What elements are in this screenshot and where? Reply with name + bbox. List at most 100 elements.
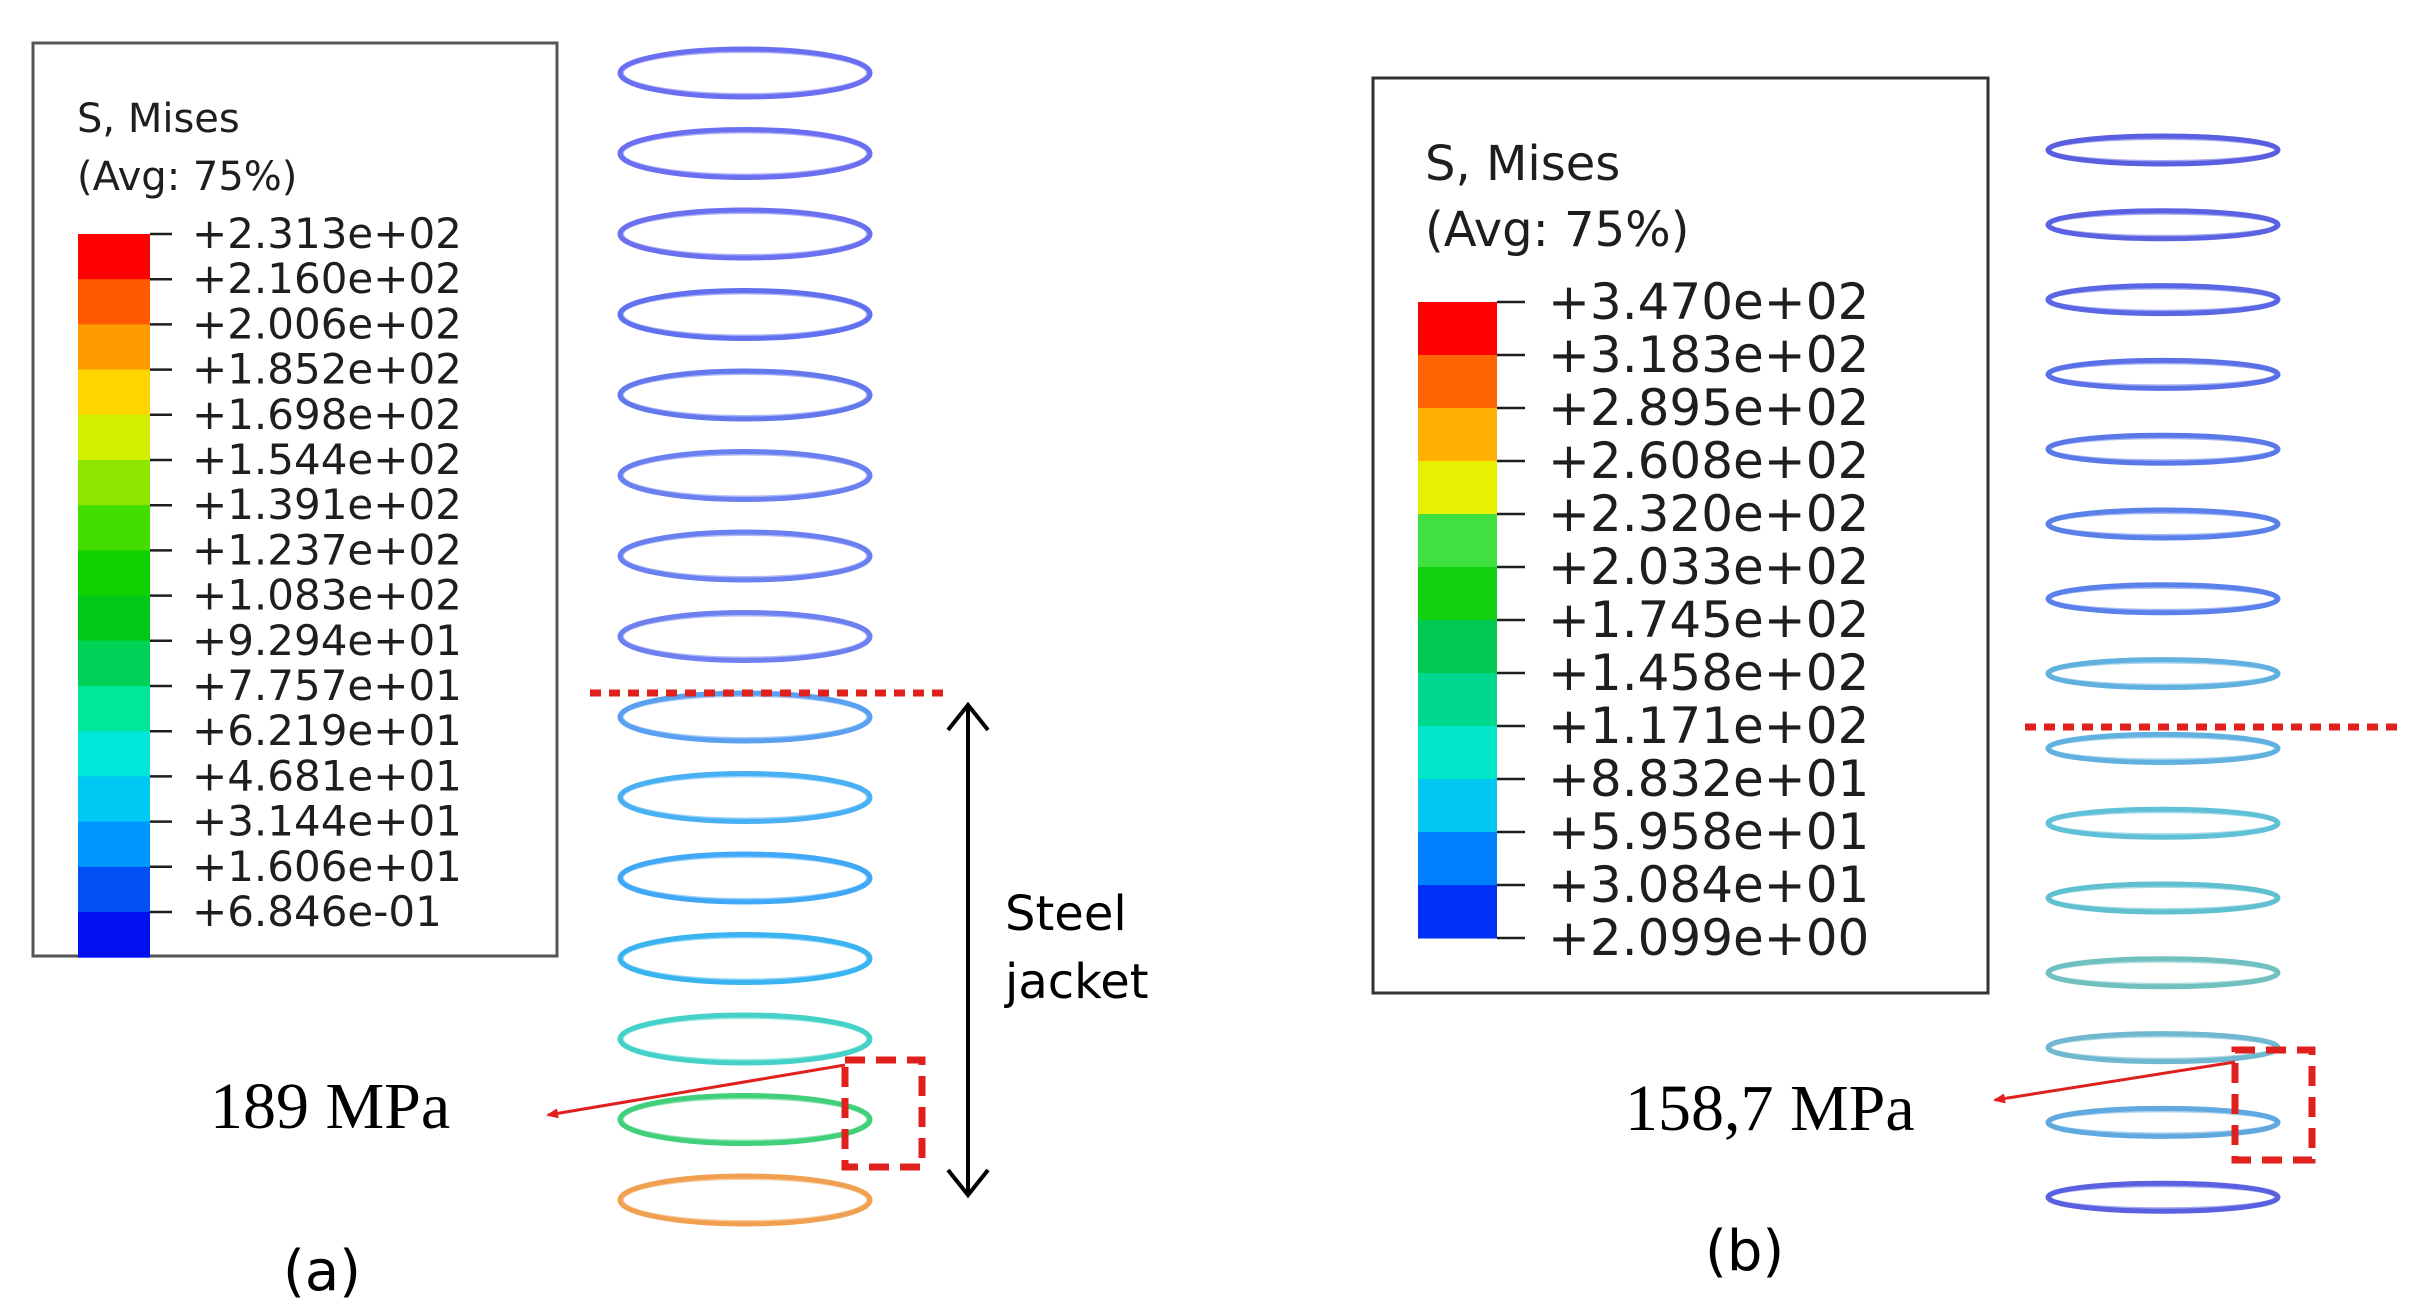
stirrup-ring-inner <box>622 534 868 578</box>
stirrup-ring-inner <box>622 775 868 820</box>
stirrup-ring-inner <box>622 695 868 739</box>
stirrup-ring-inner <box>622 1017 868 1061</box>
stirrup-ring-inner <box>2050 437 2276 462</box>
legend-label-a: +2.313e+02 <box>192 209 462 258</box>
steel-jacket-label-line1: Steel <box>1005 886 1127 942</box>
legend-label-a: +1.606e+01 <box>192 842 462 891</box>
legend-color-swatch <box>78 821 150 868</box>
legend-label-b: +5.958e+01 <box>1548 803 1869 861</box>
legend-label-a: +2.006e+02 <box>192 299 462 348</box>
stirrup-ring-inner <box>2050 362 2276 387</box>
max-stress-highlight-a <box>841 1056 926 1171</box>
stirrup-ring-inner <box>622 292 868 337</box>
stirrup-ring-inner <box>622 614 868 659</box>
legend-color-swatch <box>1418 355 1497 409</box>
legend-label-a: +4.681e+01 <box>192 751 462 800</box>
stirrup-ring-inner <box>2050 960 2276 985</box>
stirrup-ring <box>617 288 873 341</box>
stirrup-ring <box>617 610 873 663</box>
stirrup-ring <box>2045 657 2281 691</box>
legend-color-swatch <box>1418 673 1497 727</box>
stress-value-a: 189 MPa <box>210 1070 450 1143</box>
legend-color-swatch <box>1418 461 1497 515</box>
legend-label-b: +3.470e+02 <box>1548 273 1869 331</box>
legend-label-b: +1.458e+02 <box>1548 644 1869 702</box>
legend-color-swatch <box>1418 779 1497 833</box>
legend-label-b: +8.832e+01 <box>1548 750 1869 808</box>
legend-color-swatch <box>1418 514 1497 568</box>
stirrup-ring-inner <box>622 936 868 981</box>
legend-label-b: +3.084e+01 <box>1548 856 1869 914</box>
legend-label-a: +1.391e+02 <box>192 480 462 529</box>
stirrup-ring-inner <box>622 212 868 256</box>
stirrup-ring <box>2045 507 2281 541</box>
legend-color-swatch <box>78 776 150 823</box>
stirrup-ring-inner <box>2050 661 2276 686</box>
stirrup-ring <box>2045 881 2281 915</box>
stirrup-rings-a <box>617 46 873 1227</box>
stirrup-ring <box>2045 357 2281 391</box>
stirrup-ring <box>2045 806 2281 840</box>
stirrup-ring-inner <box>622 51 868 95</box>
legend-label-a: +1.544e+02 <box>192 435 462 484</box>
panel-caption-b: (b) <box>1705 1219 1784 1284</box>
legend-color-swatch <box>1418 885 1497 939</box>
stirrup-ring-inner <box>622 373 868 417</box>
legend-label-b: +2.608e+02 <box>1548 432 1869 490</box>
legend-color-swatch <box>1418 567 1497 621</box>
legend-subtitle-b: (Avg: 75%) <box>1425 202 1689 258</box>
jacket-extent-arrow <box>946 701 990 1199</box>
stirrup-ring-inner <box>2050 512 2276 536</box>
stirrup-ring <box>2045 1180 2281 1214</box>
stress-value-b: 158,7 MPa <box>1625 1072 1915 1145</box>
legend-title-b: S, Mises <box>1425 136 1620 192</box>
legend-label-b: +1.745e+02 <box>1548 591 1869 649</box>
panel-a: S, Mises (Avg: 75%) +2.313e+02 +2.160e+0… <box>31 41 1149 1304</box>
legend-color-swatch <box>1418 408 1497 462</box>
stirrup-ring-inner <box>2050 138 2276 162</box>
legend-color-swatch <box>78 414 150 461</box>
stirrup-ring <box>617 690 873 744</box>
legend-label-a: +1.698e+02 <box>192 390 462 439</box>
legend-swatches-a <box>78 232 172 958</box>
stirrup-ring-inner <box>622 856 868 900</box>
legend-color-swatch <box>78 640 150 687</box>
legend-label-a: +1.083e+02 <box>192 571 462 620</box>
stirrup-ring-inner <box>2050 1110 2276 1135</box>
legend-labels-a: +2.313e+02 +2.160e+02 +2.006e+02 +1.852e… <box>192 209 462 936</box>
stirrup-ring <box>2045 208 2281 242</box>
legend-color-swatch <box>78 595 150 642</box>
steel-jacket-label-line2: jacket <box>1004 954 1149 1010</box>
stirrup-ring-inner <box>2050 811 2276 836</box>
stirrup-ring-inner <box>2050 886 2276 910</box>
stirrup-ring-inner <box>2050 287 2276 312</box>
stirrup-ring <box>617 851 873 905</box>
legend-label-a: +6.219e+01 <box>192 706 462 755</box>
legend-label-b: +2.320e+02 <box>1548 485 1869 543</box>
legend-color-swatch <box>1418 302 1497 356</box>
legend-color-swatch <box>78 505 150 551</box>
stirrup-ring <box>617 127 873 180</box>
stirrup-ring <box>617 771 873 824</box>
panel-b: S, Mises (Avg: 75%) +3.470e+02 +3.183e+0… <box>1371 76 2398 1284</box>
legend-label-b: +2.033e+02 <box>1548 538 1869 596</box>
stirrup-ring <box>617 1173 873 1227</box>
legend-label-b: +3.183e+02 <box>1548 326 1869 384</box>
legend-labels-b: +3.470e+02 +3.183e+02 +2.895e+02 +2.608e… <box>1548 273 1869 967</box>
legend-color-swatch <box>78 866 150 913</box>
stirrup-ring-inner <box>2050 736 2276 761</box>
stirrup-ring <box>2045 1105 2281 1139</box>
legend-color-swatch <box>78 369 150 416</box>
stirrup-ring-inner <box>2050 586 2276 611</box>
stirrup-ring <box>2045 432 2281 466</box>
panel-caption-a: (a) <box>283 1239 361 1304</box>
stress-pointer-arrow-a <box>546 1063 846 1119</box>
stirrup-ring <box>617 46 873 100</box>
stirrup-ring <box>617 449 873 502</box>
legend-subtitle-a: (Avg: 75%) <box>77 154 297 200</box>
legend-title-a: S, Mises <box>77 96 240 142</box>
stress-pointer-arrow-b <box>1993 1060 2236 1104</box>
stirrup-ring-inner <box>622 1178 868 1222</box>
legend-color-swatch <box>1418 726 1497 780</box>
legend-swatches-b <box>1418 300 1525 940</box>
